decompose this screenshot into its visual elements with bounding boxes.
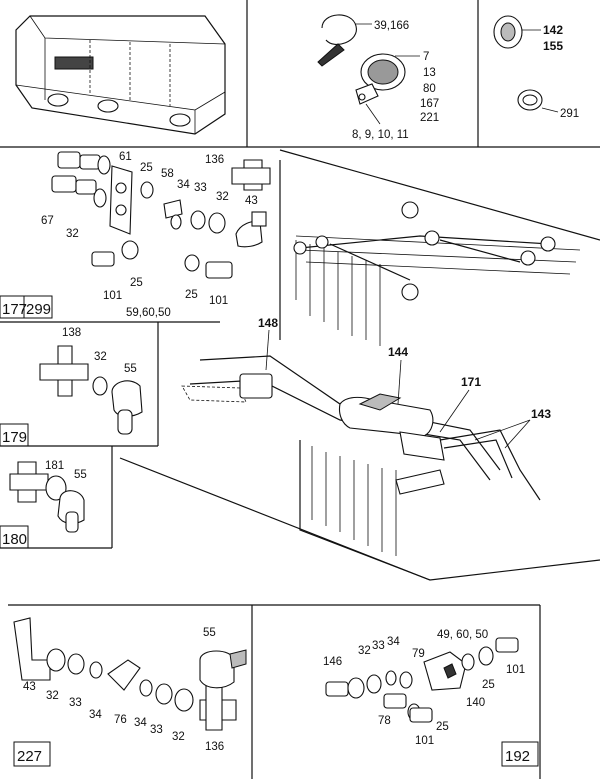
vehicle-overview-drawing <box>15 15 226 135</box>
fitting-192-callouts: 146 32 33 34 79 49, 60, 50 101 25 140 78… <box>323 629 525 747</box>
callout-138: 138 <box>62 327 81 339</box>
grommet-drawing <box>493 15 559 113</box>
fittings-main-drawing <box>51 151 271 279</box>
callout-25c: 25 <box>185 289 198 301</box>
callout-32: 32 <box>216 191 229 203</box>
callout-32-192: 32 <box>358 645 371 657</box>
callout-32-179: 32 <box>94 351 107 363</box>
callout-155: 155 <box>543 39 563 53</box>
callout-25b-192: 25 <box>436 721 449 733</box>
callout-39-166: 39,166 <box>374 20 409 32</box>
battery-location-highlight <box>54 56 94 70</box>
callout-43-227: 43 <box>23 681 36 693</box>
callout-34-227: 34 <box>89 709 102 721</box>
fitting-180-callouts: 181 55 <box>45 460 87 481</box>
assembly-callouts: 148 144 171 143 <box>258 316 551 421</box>
callout-32-227: 32 <box>46 690 59 702</box>
fitting-179-drawing <box>39 345 143 435</box>
box-label-299: 299 <box>26 301 51 318</box>
callout-34-192: 34 <box>387 636 400 648</box>
callout-142: 142 <box>543 23 563 37</box>
clamp-callouts: 39,166 7 13 80 167 221 8, 9, 10, 11 <box>352 20 439 141</box>
callout-146: 146 <box>323 656 342 668</box>
callout-7: 7 <box>423 51 429 63</box>
callout-55-179: 55 <box>124 363 137 375</box>
callout-144: 144 <box>388 345 408 359</box>
fitting-180-drawing <box>9 461 85 533</box>
box-227: 227 <box>13 741 51 767</box>
callout-291: 291 <box>560 108 579 120</box>
grommet-callouts: 142 155 291 <box>543 23 579 120</box>
callout-221: 221 <box>420 112 439 124</box>
callout-25-192: 25 <box>482 679 495 691</box>
callout-140: 140 <box>466 697 485 709</box>
callout-32b-227: 32 <box>172 731 185 743</box>
callout-33b-227: 33 <box>150 724 163 736</box>
callout-80: 80 <box>423 83 436 95</box>
box-label-177: 177 <box>2 301 27 318</box>
fitting-192-drawing <box>325 637 519 723</box>
callout-34b-227: 34 <box>134 717 147 729</box>
callout-25: 25 <box>140 162 153 174</box>
callout-55-227: 55 <box>203 627 216 639</box>
callout-78: 78 <box>378 715 391 727</box>
box-179: 179 <box>0 423 29 447</box>
callout-101-192: 101 <box>506 664 525 676</box>
callout-13: 13 <box>423 67 436 79</box>
callout-171: 171 <box>461 375 481 389</box>
callout-33-227: 33 <box>69 697 82 709</box>
callout-167: 167 <box>420 98 439 110</box>
callout-58: 58 <box>161 168 174 180</box>
box-label-227: 227 <box>17 748 42 765</box>
callout-33-192: 33 <box>372 640 385 652</box>
callout-25b: 25 <box>130 277 143 289</box>
box-label-179: 179 <box>2 429 27 446</box>
battery-assembly-drawing <box>119 149 600 581</box>
callout-33: 33 <box>194 182 207 194</box>
callout-59-60-50: 59,60,50 <box>126 307 171 319</box>
callout-76: 76 <box>114 714 127 726</box>
callout-101b-192: 101 <box>415 735 434 747</box>
callout-55-180: 55 <box>74 469 87 481</box>
callout-61: 61 <box>119 151 132 163</box>
callout-148: 148 <box>258 316 278 330</box>
callout-136: 136 <box>205 154 224 166</box>
callout-136-227: 136 <box>205 741 224 753</box>
callout-8-9-10-11: 8, 9, 10, 11 <box>352 129 409 141</box>
fittings-main-callouts: 61 25 58 136 34 33 32 43 67 32 101 25 25… <box>41 151 258 319</box>
box-192: 192 <box>501 741 539 767</box>
callout-181: 181 <box>45 460 64 472</box>
callout-34: 34 <box>177 179 190 191</box>
fitting-179-callouts: 138 32 55 <box>62 327 137 375</box>
fitting-227-drawing <box>13 617 247 731</box>
callout-79: 79 <box>412 648 425 660</box>
box-label-192: 192 <box>505 748 530 765</box>
callout-67: 67 <box>41 215 54 227</box>
box-label-180: 180 <box>2 531 27 548</box>
callout-43: 43 <box>245 195 258 207</box>
clamp-drawing <box>317 14 420 125</box>
box-177-299: 177 299 <box>0 295 53 319</box>
callout-49-60-50: 49, 60, 50 <box>437 629 488 641</box>
fitting-227-callouts: 55 43 32 33 34 76 34 33 32 136 <box>23 627 224 753</box>
callout-101: 101 <box>103 290 122 302</box>
callout-101b: 101 <box>209 295 228 307</box>
callout-32b: 32 <box>66 228 79 240</box>
callout-143: 143 <box>531 407 551 421</box>
box-180: 180 <box>0 525 29 549</box>
